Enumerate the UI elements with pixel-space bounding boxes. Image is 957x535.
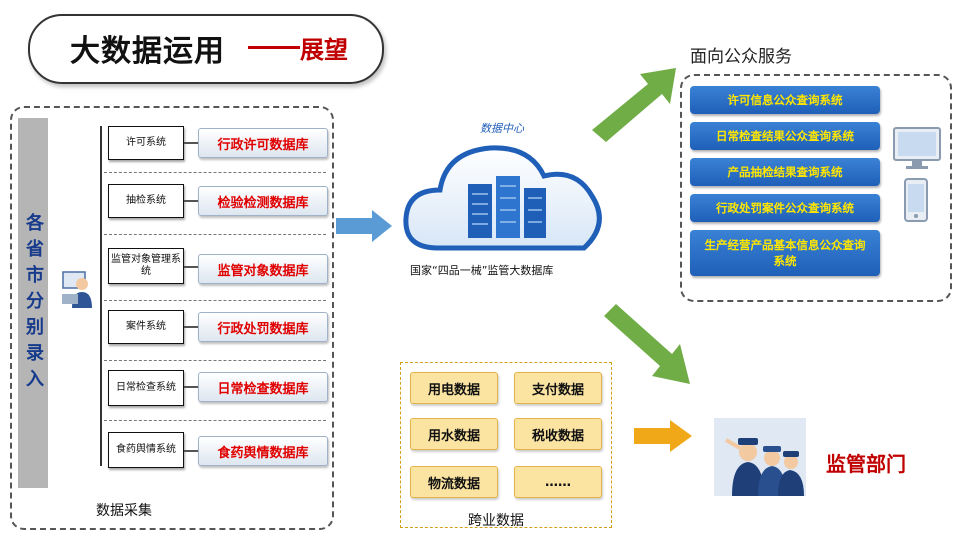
supervision-dept-label: 监管部门 xyxy=(826,452,906,476)
public-services-panel xyxy=(680,74,952,302)
cross-data-item: 税收数据 xyxy=(514,418,602,450)
monitor-icon xyxy=(893,127,941,169)
database-box: 行政许可数据库 xyxy=(198,128,328,158)
row-separator xyxy=(104,360,326,361)
cross-data-item: 用电数据 xyxy=(410,372,498,404)
database-box: 食药舆情数据库 xyxy=(198,436,328,466)
province-entry-bar xyxy=(18,118,48,488)
database-box: 监管对象数据库 xyxy=(198,254,328,284)
service-item: 许可信息公众查询系统 xyxy=(690,86,880,114)
service-item: 产品抽检结果查询系统 xyxy=(690,158,880,186)
connector xyxy=(184,326,198,328)
data-center-label: 数据中心 xyxy=(480,122,524,135)
collection-bus-line xyxy=(100,126,102,466)
database-box: 日常检查数据库 xyxy=(198,372,328,402)
person-computer-icon xyxy=(62,271,92,308)
cross-data-item: …… xyxy=(514,466,602,498)
data-collection-caption: 数据采集 xyxy=(96,503,152,519)
service-item: 日常检查结果公众查询系统 xyxy=(690,122,880,150)
system-box: 食药舆情系统 xyxy=(108,432,184,468)
connector xyxy=(184,450,198,452)
phone-icon xyxy=(904,178,928,222)
database-box: 检验检测数据库 xyxy=(198,186,328,216)
cloud-server-icon xyxy=(403,145,602,251)
province-entry-label: 各省市分别录入 xyxy=(23,212,44,395)
title-dash xyxy=(248,46,300,49)
platform-label: 国家“四品一械”监管大数据库 xyxy=(410,264,554,277)
row-separator xyxy=(104,420,326,421)
cross-data-item: 用水数据 xyxy=(410,418,498,450)
service-item: 生产经营产品基本信息公众查询系统 xyxy=(690,230,880,276)
system-box: 监管对象管理系统 xyxy=(108,248,184,284)
page-title: 大数据运用 xyxy=(70,34,225,69)
data-collection-panel xyxy=(10,106,334,530)
connector xyxy=(184,386,198,388)
system-box: 抽检系统 xyxy=(108,184,184,218)
database-box: 行政处罚数据库 xyxy=(198,312,328,342)
arrow-up-right-icon xyxy=(592,68,676,142)
row-separator xyxy=(104,234,326,235)
system-box: 案件系统 xyxy=(108,310,184,344)
row-separator xyxy=(104,172,326,173)
cross-data-item: 物流数据 xyxy=(410,466,498,498)
title-pill xyxy=(28,14,384,84)
connector xyxy=(184,142,198,144)
arrow-right-icon xyxy=(336,210,392,242)
page-subtitle: 展望 xyxy=(300,36,348,64)
cross-industry-panel xyxy=(400,362,612,528)
arrow-down-right-icon xyxy=(604,304,690,384)
arrow-right-icon xyxy=(634,420,692,452)
public-services-title: 面向公众服务 xyxy=(690,47,792,67)
system-box: 日常检查系统 xyxy=(108,370,184,406)
row-separator xyxy=(104,300,326,301)
officers-icon xyxy=(714,418,806,496)
connector xyxy=(184,200,198,202)
connector xyxy=(184,266,198,268)
cross-data-item: 支付数据 xyxy=(514,372,602,404)
cross-industry-caption: 跨业数据 xyxy=(468,513,524,529)
system-box: 许可系统 xyxy=(108,126,184,160)
service-item: 行政处罚案件公众查询系统 xyxy=(690,194,880,222)
